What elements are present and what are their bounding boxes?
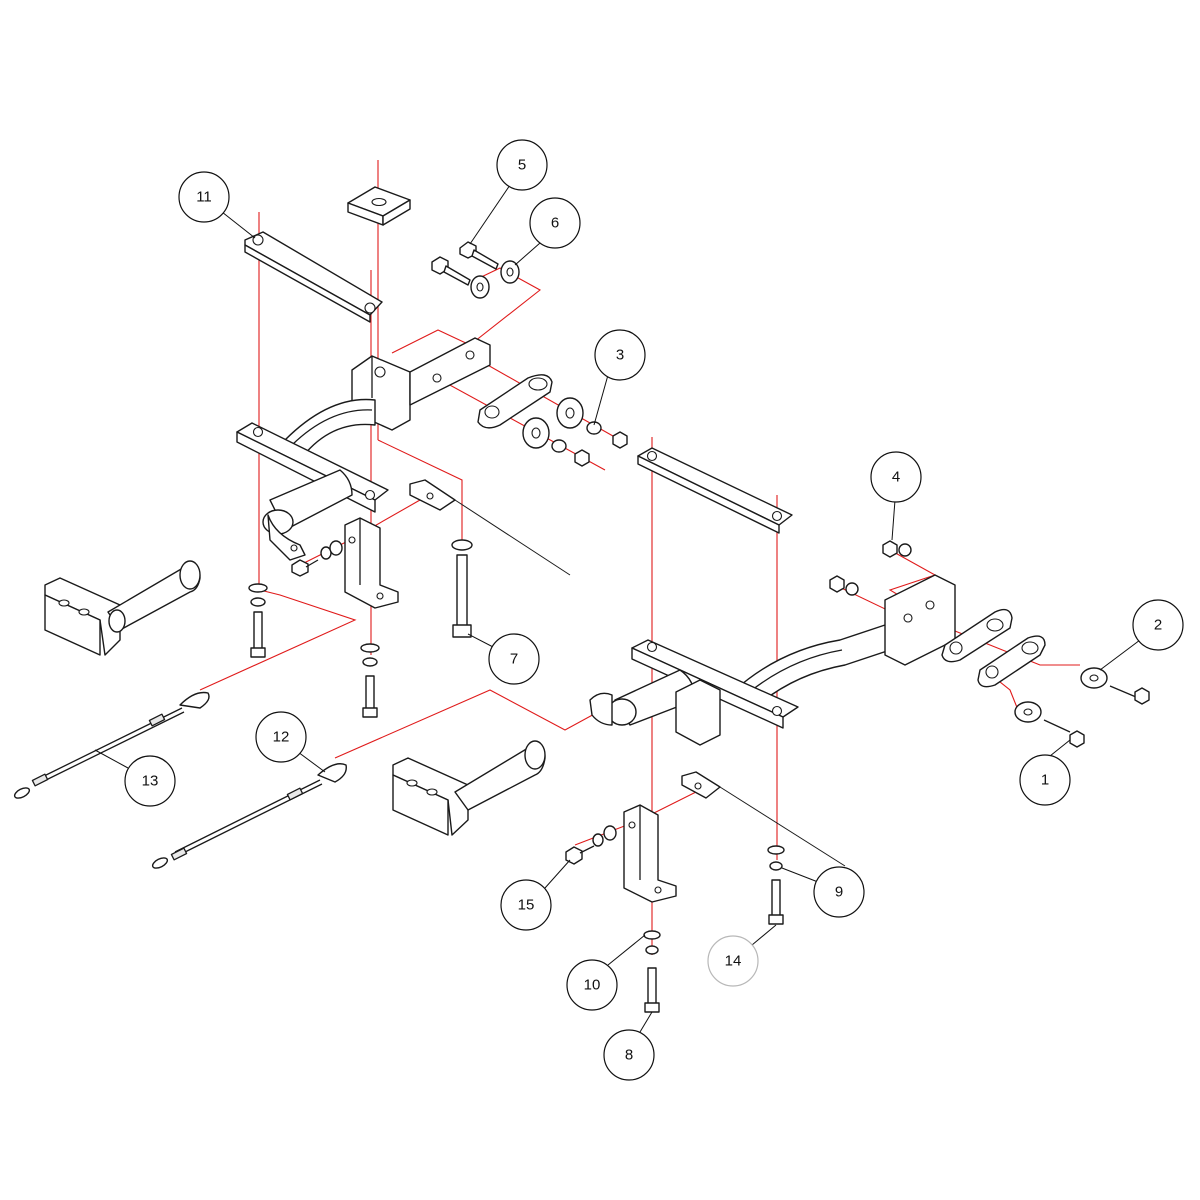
callout-10: 10 <box>566 934 646 1011</box>
callout-3-label: 3 <box>616 347 624 364</box>
left-crossbar <box>236 422 389 561</box>
callout-7-label: 7 <box>510 651 518 668</box>
callout-1-label: 1 <box>1041 772 1049 789</box>
callout-11: 11 <box>178 171 256 239</box>
callout-8: 8 <box>603 1011 655 1081</box>
right-lower-bolts <box>643 845 785 1013</box>
callout-3: 3 <box>593 329 646 426</box>
callout-5: 5 <box>469 139 548 245</box>
cable-12 <box>151 763 347 869</box>
callout-6: 6 <box>514 197 581 266</box>
callout-15-label: 15 <box>518 897 535 914</box>
upper-left-strap <box>244 231 383 323</box>
callout-1: 1 <box>1019 739 1071 806</box>
top-spacer-pad <box>347 186 411 226</box>
callout-9: 9 <box>781 866 865 918</box>
center-receiver-pin <box>392 740 546 836</box>
callout-12: 12 <box>255 711 326 773</box>
callout-9-label: 9 <box>835 884 843 901</box>
callout-5-label: 5 <box>518 157 526 174</box>
callout-14: 14 <box>707 924 777 987</box>
bolt-15-group <box>565 825 617 865</box>
cable-13 <box>13 691 210 799</box>
callout-4-label: 4 <box>892 469 900 486</box>
bolt-5-pair <box>431 241 520 299</box>
callout-2: 2 <box>1099 599 1184 671</box>
callout-4: 4 <box>870 451 922 541</box>
callout-15: 15 <box>500 859 571 931</box>
left-side-plates <box>477 374 628 467</box>
left-hanger-bracket <box>291 479 571 609</box>
callout-11-label: 11 <box>196 189 212 206</box>
callout-12-label: 12 <box>273 729 290 746</box>
left-lower-bolts <box>248 539 473 718</box>
callout-13-label: 13 <box>142 773 159 790</box>
right-frame <box>589 574 956 746</box>
left-receiver-pin <box>44 560 201 656</box>
right-side-plates <box>829 540 1150 748</box>
callout-8-label: 8 <box>625 1047 633 1064</box>
callout-14-label: 14 <box>725 953 742 970</box>
callout-13: 13 <box>94 749 176 807</box>
callout-7: 7 <box>467 633 540 685</box>
left-frame-arm <box>284 337 491 461</box>
callout-6-label: 6 <box>551 215 559 232</box>
right-hanger-bracket <box>623 771 846 903</box>
right-upper-strap <box>637 447 793 534</box>
callout-2-label: 2 <box>1154 617 1162 634</box>
callout-10-label: 10 <box>584 977 601 994</box>
